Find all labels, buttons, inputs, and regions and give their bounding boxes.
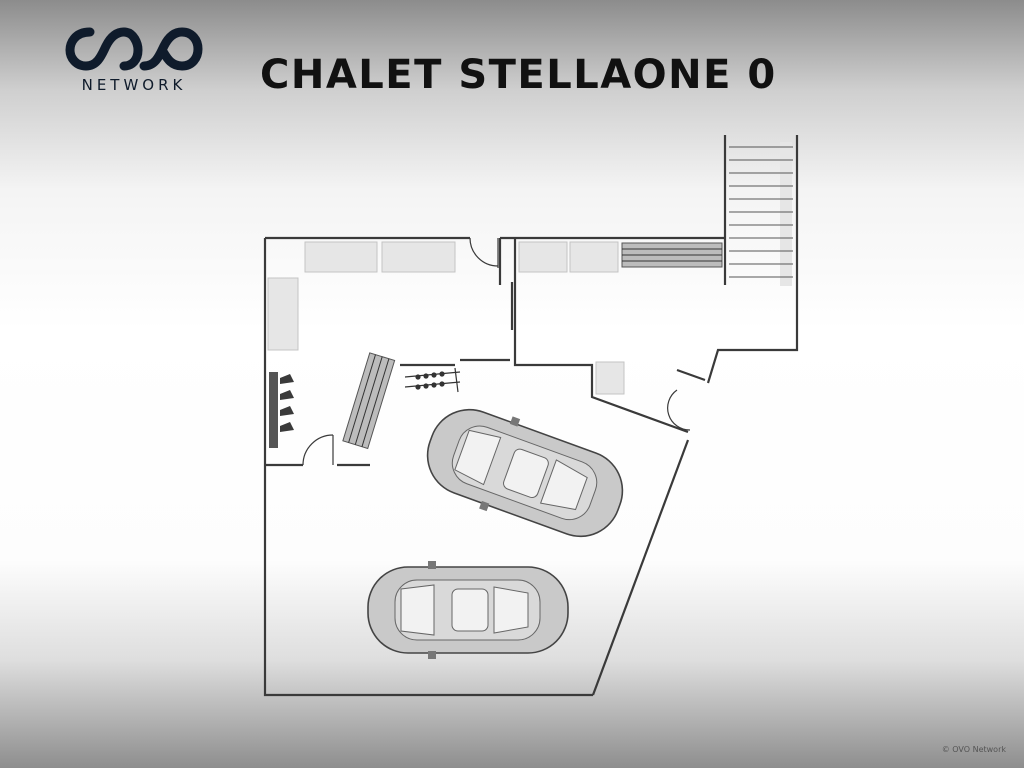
cabinet [518, 241, 568, 273]
bench-icon [621, 242, 723, 268]
staircase-icon [729, 142, 793, 286]
ovo-logo-mark [65, 27, 203, 71]
ski-rack-icon [404, 367, 461, 393]
network-label: NETWORK [81, 76, 187, 94]
copyright: © OVO Network [941, 745, 1006, 754]
cabinet [595, 361, 625, 395]
ovo-logo: NETWORK [64, 24, 204, 100]
car-icon [367, 561, 569, 659]
car-icon [426, 408, 624, 538]
plan-walls [263, 135, 799, 697]
cabinet [304, 241, 378, 273]
boot-rack-icon [269, 372, 294, 448]
page-title: CHALET STELLAONE 0 [260, 52, 777, 98]
cabinet [381, 241, 456, 273]
bench-icon [342, 352, 396, 450]
door-swings [302, 237, 691, 466]
cabinet [569, 241, 619, 273]
fixtures [267, 241, 625, 395]
cabinet [267, 277, 299, 351]
